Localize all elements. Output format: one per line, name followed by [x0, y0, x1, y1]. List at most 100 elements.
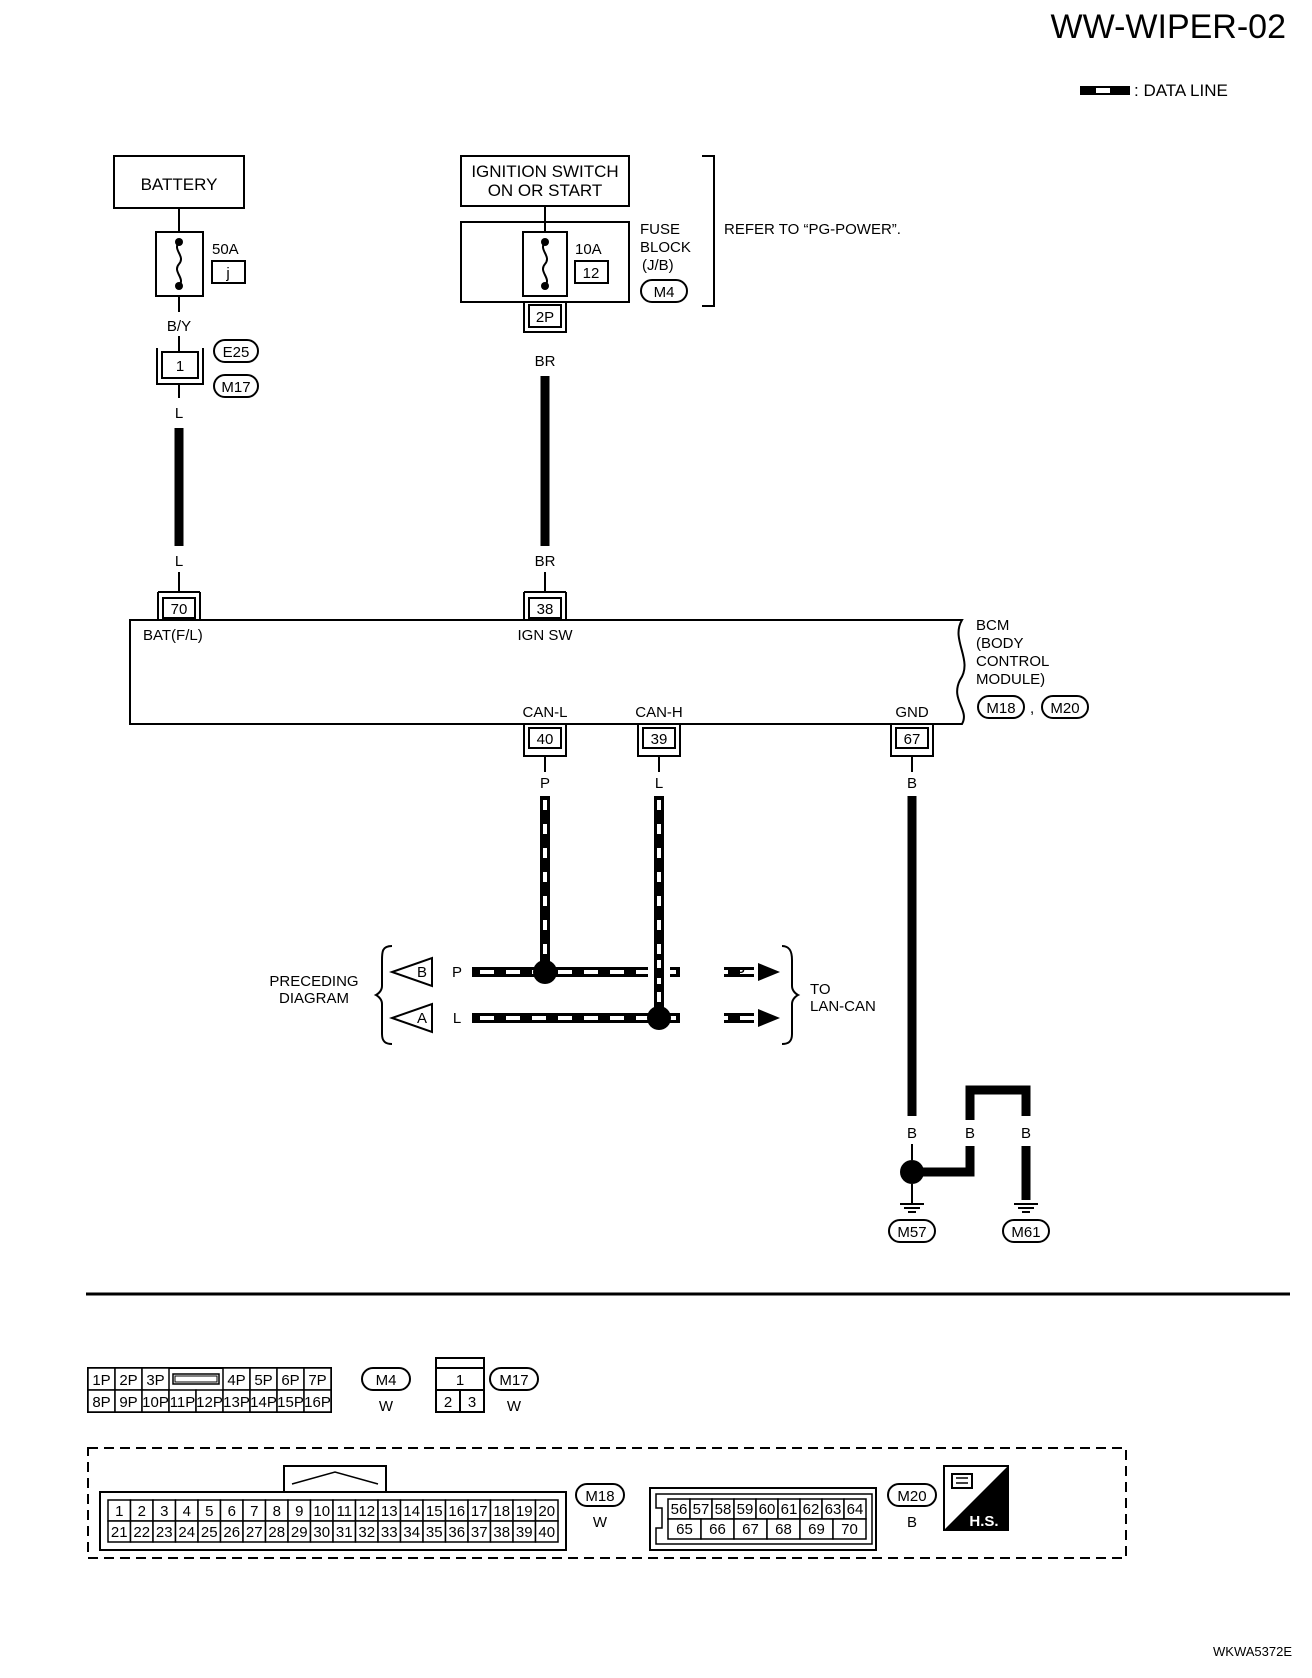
connector-terminal: 14P: [250, 1394, 277, 1411]
data-line-label: : DATA LINE: [1134, 81, 1228, 100]
connector-terminal: 7: [250, 1503, 258, 1520]
connector-terminal: 6: [228, 1503, 236, 1520]
connector-terminal: 21: [111, 1524, 128, 1541]
badge-label: H.S.: [969, 1513, 998, 1530]
connector-terminal: 24: [178, 1524, 195, 1541]
preceding-line2: DIAGRAM: [279, 990, 349, 1007]
connector-terminal: 23: [156, 1524, 173, 1541]
connector-terminal: 10P: [142, 1394, 169, 1411]
bcm-pin-67: 67: [890, 724, 934, 757]
battery-fuse-rating: 50A: [212, 241, 239, 258]
connector-terminal: 69: [808, 1521, 825, 1538]
svg-text:3: 3: [468, 1394, 476, 1411]
ign-fuse-id: 12: [583, 265, 600, 282]
joint-connector-m17: M17: [221, 379, 250, 396]
bcm-body: [129, 619, 966, 725]
wire-color-b1: B: [907, 1125, 917, 1142]
connector-terminal: 37: [471, 1524, 488, 1541]
connector-terminal: 1: [115, 1503, 123, 1520]
battery-label: BATTERY: [141, 175, 218, 194]
connector-terminal: 36: [448, 1524, 465, 1541]
connector-terminal: 2: [138, 1503, 146, 1520]
connector-m17-face: 1 2 3: [435, 1357, 485, 1413]
connector-m4-color: W: [379, 1398, 394, 1415]
ground-connector-m57: M57: [897, 1224, 926, 1241]
wire-color-b2: B: [965, 1125, 975, 1142]
connector-terminal: 12: [358, 1503, 375, 1520]
connector-terminal: 30: [313, 1524, 330, 1541]
fuse-icon: [542, 241, 548, 287]
connector-terminal: 3P: [146, 1372, 164, 1389]
arrow-right-l-icon: [758, 1009, 780, 1027]
connector-terminal: 32: [358, 1524, 375, 1541]
bcm-label-canh: CAN-H: [635, 704, 683, 721]
refer-bracket: [702, 155, 715, 307]
svg-text:67: 67: [904, 731, 921, 748]
can-l-splice: [533, 960, 557, 984]
left-brace: [373, 945, 393, 1045]
bcm-connector-sep: ,: [1030, 700, 1034, 717]
connector-terminal: 62: [803, 1501, 820, 1518]
wire-color-br-upper: BR: [535, 353, 556, 370]
connector-terminal: 27: [246, 1524, 263, 1541]
connector-terminal: 9: [295, 1503, 303, 1520]
connector-terminal: 57: [693, 1501, 710, 1518]
connector-terminal: 2P: [119, 1372, 137, 1389]
arrow-b-label: B: [417, 964, 427, 981]
connector-terminal: 11: [336, 1503, 352, 1520]
connector-terminal: 22: [133, 1524, 150, 1541]
ground-connector-m61: M61: [1011, 1224, 1040, 1241]
joint-connector: 1: [156, 348, 204, 385]
battery-fuse-id: j: [225, 265, 229, 282]
connector-terminal: 10: [313, 1503, 330, 1520]
connector-terminal: 13P: [223, 1394, 250, 1411]
preceding-line1: PRECEDING: [269, 973, 358, 990]
connector-terminal: 64: [847, 1501, 864, 1518]
connector-terminal: 35: [426, 1524, 443, 1541]
wire-color-l-lower: L: [175, 553, 183, 570]
to-line2: LAN-CAN: [810, 998, 876, 1015]
connector-terminal: 26: [223, 1524, 240, 1541]
bcm-pin-38: 38: [523, 591, 567, 620]
connector-terminal: 34: [403, 1524, 420, 1541]
connector-terminal: 8P: [92, 1394, 110, 1411]
wire-color-b-gnd: B: [907, 775, 917, 792]
wire-color-l-right: L: [736, 1010, 744, 1027]
connector-terminal: 11P: [170, 1394, 196, 1411]
ign-fuse-id-box: [574, 260, 609, 284]
ign-fuse-rating: 10A: [575, 241, 602, 258]
connector-terminal: 33: [381, 1524, 398, 1541]
bcm-label-ign: IGN SW: [518, 627, 574, 644]
connector-terminal: 1P: [92, 1372, 110, 1389]
ignition-switch-line1: IGNITION SWITCH: [471, 162, 618, 181]
wire-color-p: P: [540, 775, 550, 792]
connector-terminal: 38: [493, 1524, 510, 1541]
connector-icon: [951, 1473, 973, 1489]
data-line-legend: : DATA LINE: [1080, 81, 1228, 100]
svg-text:2: 2: [444, 1394, 452, 1411]
bcm-pin-39: 39: [637, 724, 681, 757]
connector-terminal: 9P: [119, 1394, 137, 1411]
connector-terminal: 5: [205, 1503, 213, 1520]
connector-terminal: 68: [775, 1521, 792, 1538]
bcm-connector-m20: M20: [1050, 700, 1079, 717]
bcm-pin-70: 70: [157, 591, 201, 620]
connector-terminal: 15P: [277, 1394, 304, 1411]
bcm-label-gnd: GND: [895, 704, 929, 721]
svg-text:P: P: [735, 964, 745, 981]
svg-text:L: L: [736, 1010, 744, 1027]
connector-terminal: 5P: [254, 1372, 272, 1389]
can-h-splice: [647, 1006, 671, 1030]
connector-m20-id: M20: [897, 1488, 926, 1505]
joint-pin: 1: [176, 358, 184, 375]
svg-text:2P: 2P: [536, 309, 554, 326]
bcm-label-bat: BAT(F/L): [143, 627, 203, 644]
connector-terminal: 65: [676, 1521, 693, 1538]
connector-terminal: 39: [516, 1524, 533, 1541]
bcm-title-line1: BCM: [976, 617, 1009, 634]
svg-text:1: 1: [456, 1372, 464, 1389]
connector-terminal: 56: [671, 1501, 688, 1518]
